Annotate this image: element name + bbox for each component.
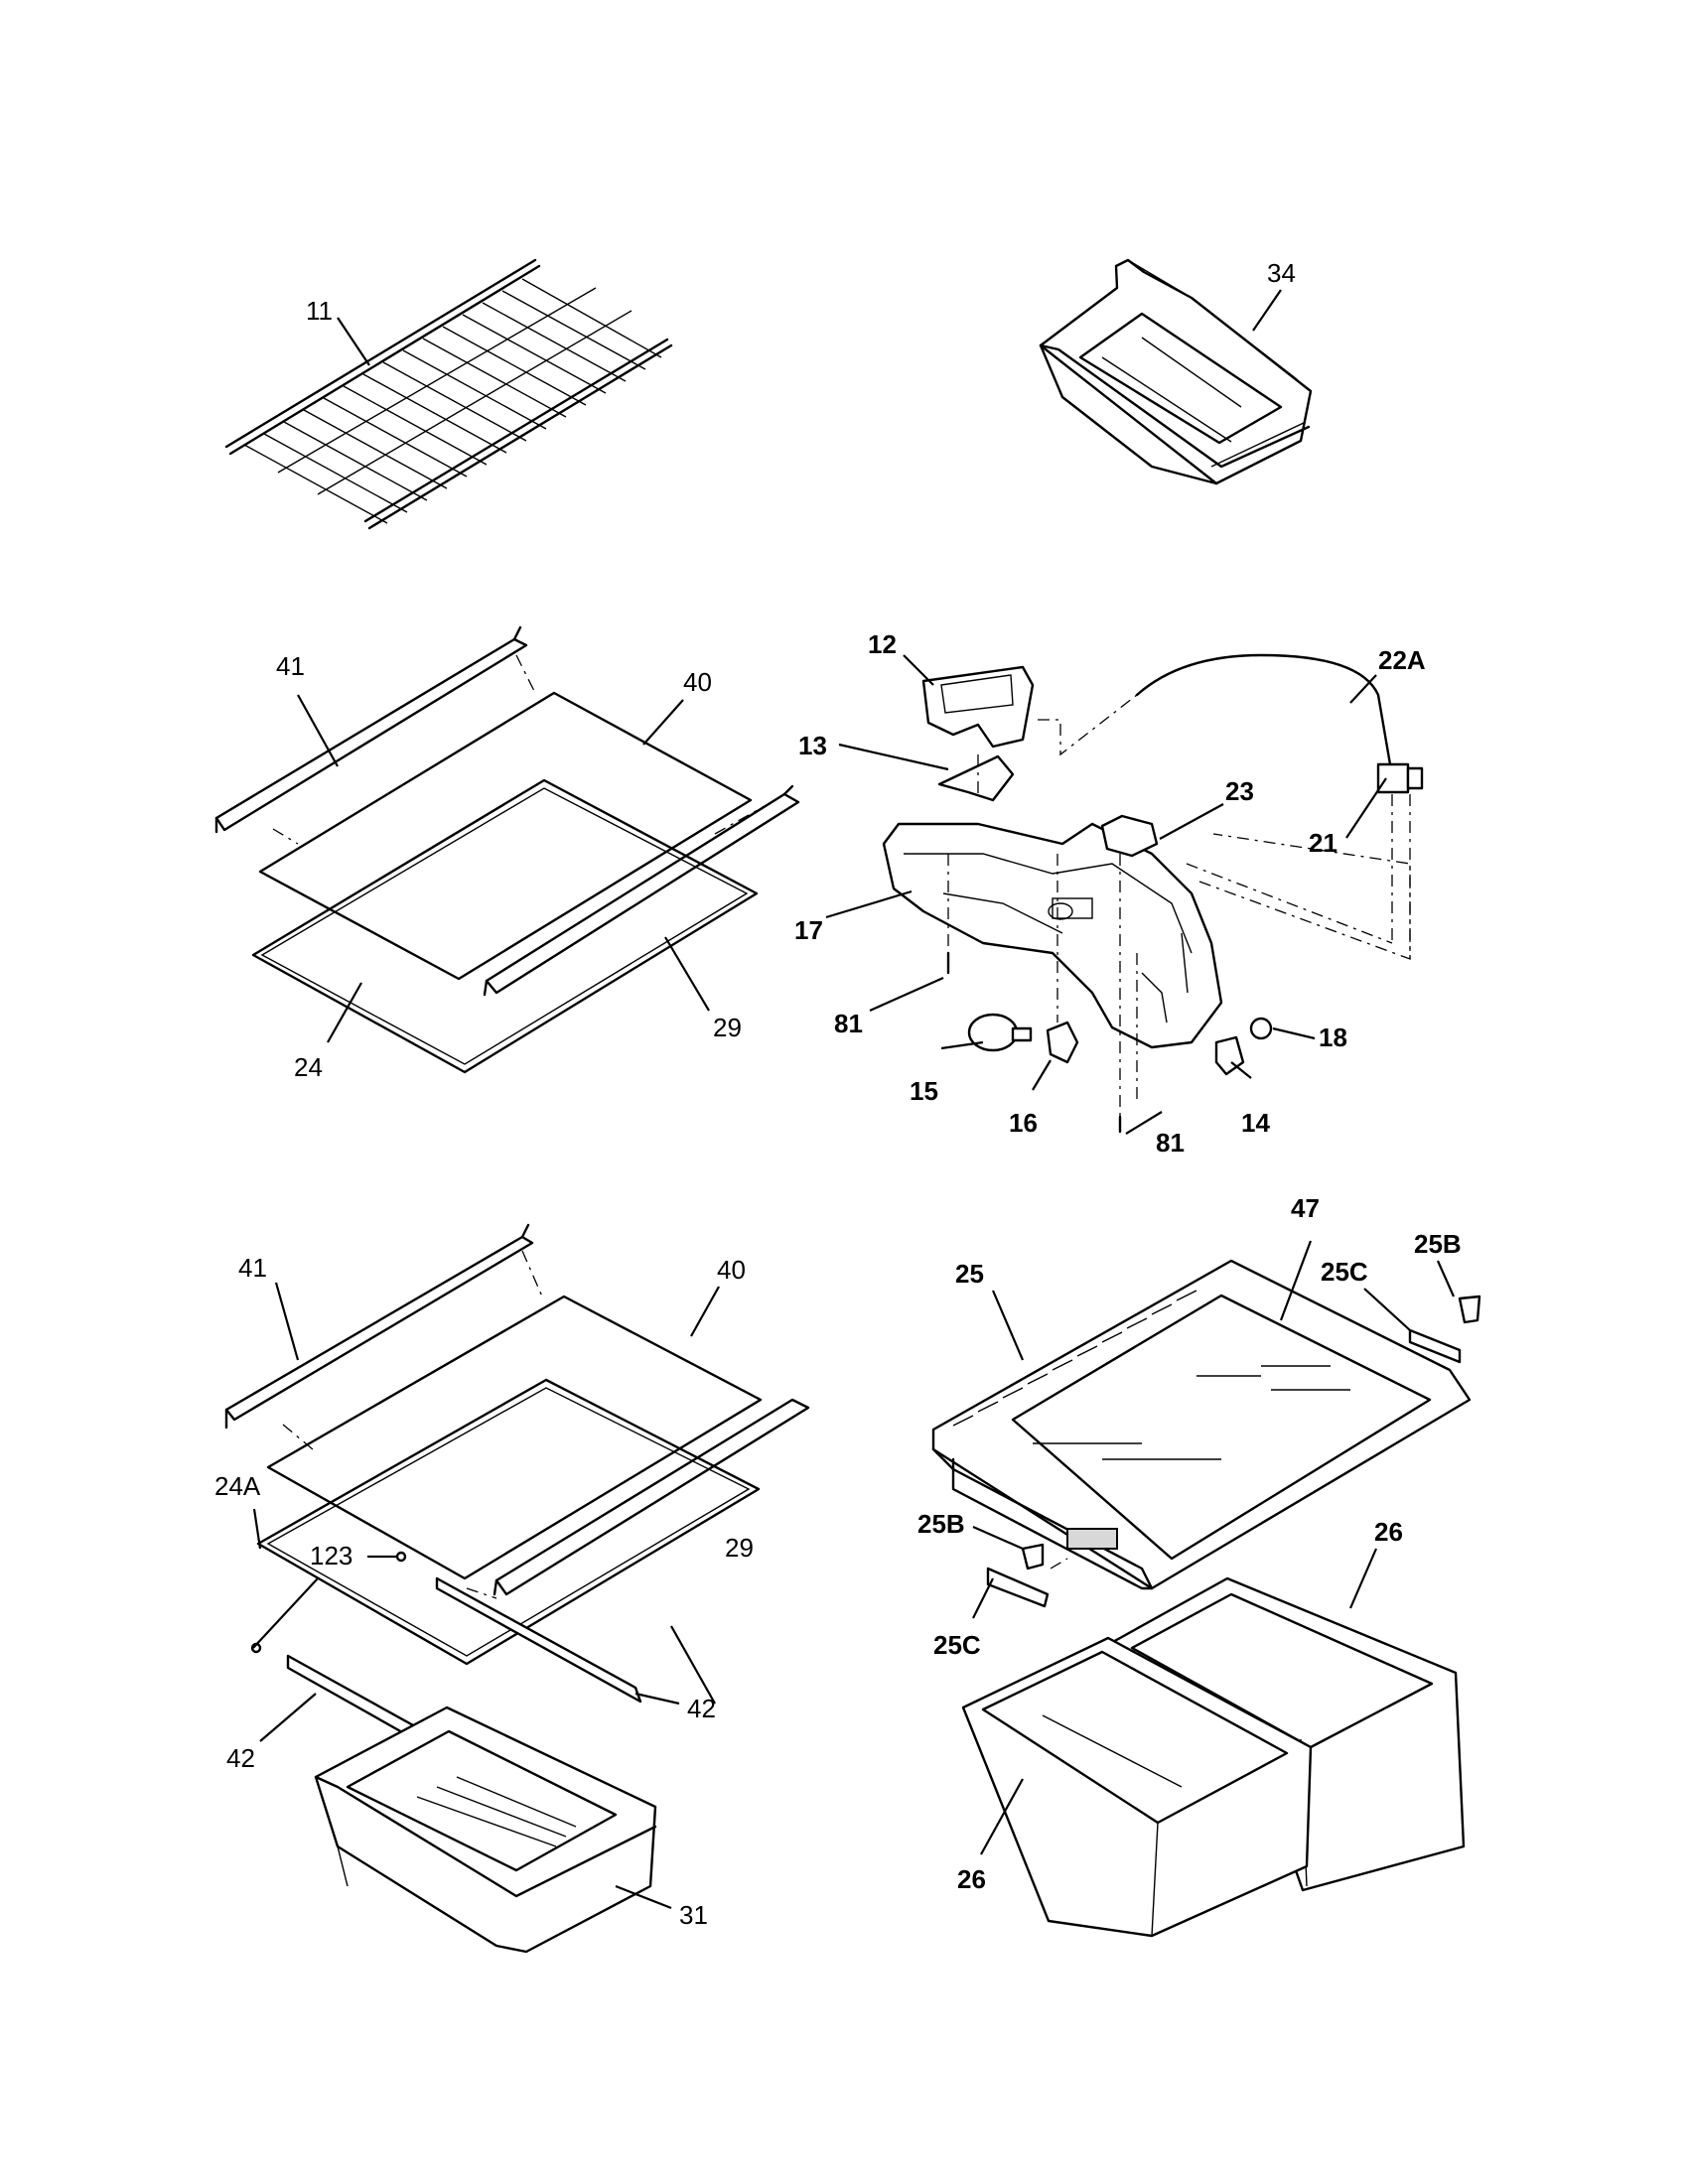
leader-lines [252, 289, 1456, 1910]
callout-22A: 22A [1378, 645, 1426, 675]
callout-42: 42 [226, 1743, 255, 1773]
callout-47: 47 [1291, 1193, 1320, 1223]
callout-18: 18 [1319, 1023, 1347, 1052]
callout-23: 23 [1225, 776, 1254, 806]
callout-14: 14 [1241, 1108, 1270, 1138]
callout-29: 29 [725, 1533, 754, 1563]
crisper-drawer-part-31 [314, 1706, 657, 1954]
callout-31: 31 [679, 1900, 708, 1930]
callout-24A: 24A [214, 1471, 261, 1501]
support-clips-25B-25C [986, 1295, 1481, 1608]
callout-16: 16 [1009, 1108, 1038, 1138]
callout-21: 21 [1309, 828, 1337, 858]
callout-24: 24 [294, 1052, 323, 1082]
callout-labels: 11 34 41 40 29 24 12 13 22A 23 21 17 81 … [214, 258, 1462, 1930]
callout-26: 26 [1374, 1517, 1403, 1547]
crisper-cover-assembly [931, 1259, 1472, 1590]
callout-25C: 25C [1321, 1257, 1368, 1287]
callout-81: 81 [834, 1009, 863, 1038]
callout-25: 25 [955, 1259, 984, 1289]
control-housing-assembly [882, 653, 1424, 1134]
callout-40: 40 [717, 1255, 746, 1285]
callout-29: 29 [713, 1013, 742, 1042]
callout-25C: 25C [933, 1630, 981, 1660]
callout-41: 41 [238, 1253, 267, 1283]
callout-41: 41 [276, 651, 305, 681]
callout-11: 11 [306, 296, 333, 326]
callout-17: 17 [794, 915, 823, 945]
callout-25B: 25B [917, 1509, 965, 1539]
callout-25B: 25B [1414, 1229, 1462, 1259]
callout-123: 123 [310, 1541, 352, 1570]
callout-40: 40 [683, 667, 712, 697]
glass-shelf-assembly-upper [214, 625, 800, 1074]
callout-13: 13 [798, 731, 827, 760]
callout-12: 12 [868, 629, 897, 659]
wire-shelf-part-11 [224, 258, 673, 530]
callout-34: 34 [1267, 258, 1296, 288]
glass-shelf-assembly-lower [224, 1223, 810, 1783]
crisper-pan-part-26-front [961, 1636, 1313, 1938]
callout-26: 26 [957, 1864, 986, 1894]
callout-81: 81 [1156, 1128, 1185, 1158]
callout-42: 42 [687, 1694, 716, 1723]
callout-15: 15 [910, 1076, 938, 1106]
door-bin-part-34 [1039, 258, 1313, 485]
